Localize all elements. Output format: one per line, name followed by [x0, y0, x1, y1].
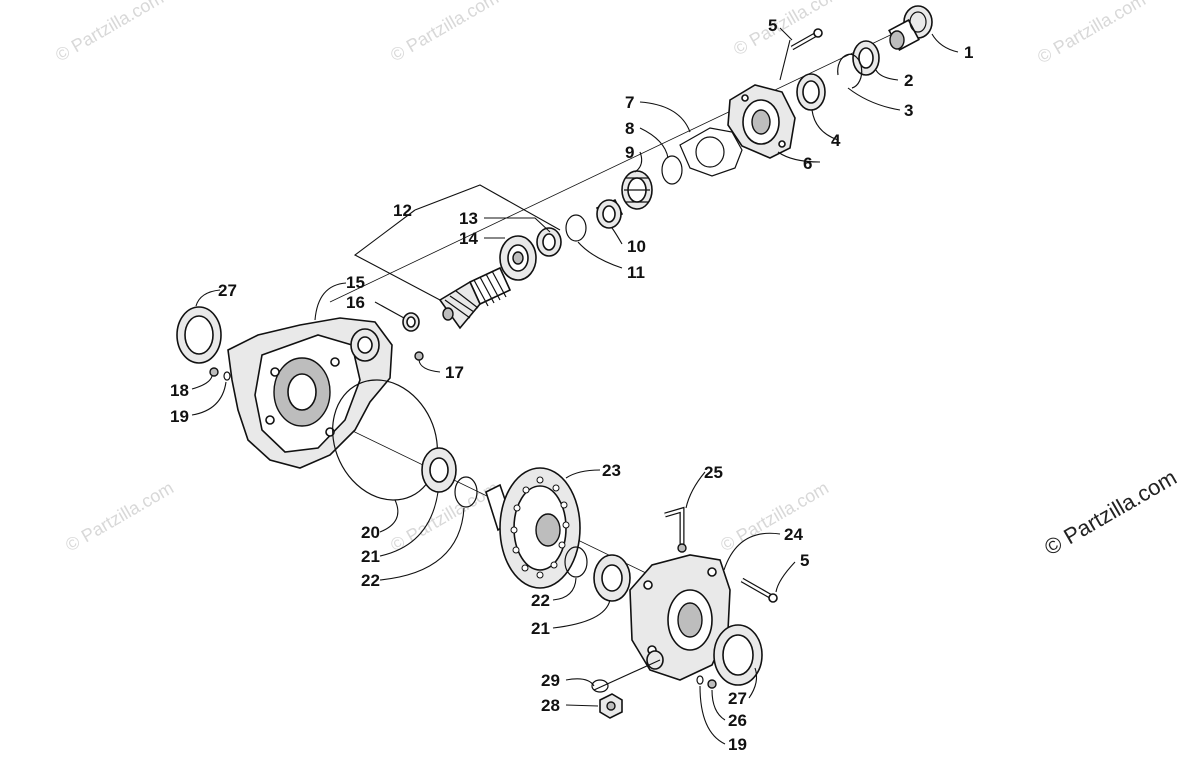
- callout-24: 24: [784, 525, 803, 544]
- part-8-ring: [661, 155, 683, 185]
- part-16-needle-bearing: [402, 312, 420, 332]
- callout-10: 10: [627, 237, 646, 256]
- callout-11: 11: [627, 263, 645, 282]
- part-5-bolt-upper: [790, 28, 823, 51]
- callout-28: 28: [541, 696, 560, 715]
- part-4-bearing: [796, 73, 826, 111]
- part-15-gear-housing: [227, 317, 393, 469]
- part-9-bearing-race: [621, 170, 653, 210]
- callout-23: 23: [602, 461, 621, 480]
- watermark-faint-2: © Partzilla.com: [387, 0, 502, 65]
- part-2-seal: [852, 40, 880, 76]
- part-12-pinion-shaft: [438, 266, 512, 330]
- watermark-faint-5: © Partzilla.com: [62, 477, 177, 555]
- callout-17: 17: [445, 363, 464, 382]
- part-29-seal-washer: [591, 679, 609, 693]
- part-24-cover: [629, 554, 731, 681]
- callout-14: 14: [459, 229, 478, 248]
- part-19-washer-right: [696, 675, 704, 685]
- part-22-shim-left: [454, 476, 478, 508]
- callout-5-lower: 5: [800, 551, 809, 570]
- part-26-washer: [707, 679, 717, 689]
- callout-1: 1: [964, 43, 973, 62]
- callout-3: 3: [904, 101, 913, 120]
- callout-26: 26: [728, 711, 747, 730]
- callout-18: 18: [170, 381, 189, 400]
- callout-8: 8: [625, 119, 634, 138]
- watermark-faint-4: © Partzilla.com: [1034, 0, 1149, 67]
- part-22-shim-right: [564, 546, 588, 578]
- callout-5-upper: 5: [768, 16, 777, 35]
- part-21-bearing-left: [421, 447, 457, 493]
- part-11-ring: [565, 214, 587, 242]
- callout-7: 7: [625, 93, 634, 112]
- part-7-gasket: [679, 127, 743, 177]
- callout-16: 16: [346, 293, 365, 312]
- callout-6: 6: [803, 154, 812, 173]
- callout-13: 13: [459, 209, 478, 228]
- faint-watermarks: © Partzilla.com © Partzilla.com © Partzi…: [52, 0, 1149, 555]
- part-23-ring-gear: [485, 467, 581, 589]
- part-13-race: [536, 227, 562, 257]
- callout-22-right: 22: [531, 591, 550, 610]
- part-27-seal-left: [176, 306, 222, 364]
- part-21-bearing-right: [593, 554, 631, 602]
- part-14-bearing: [499, 235, 537, 281]
- callout-22-left: 22: [361, 571, 380, 590]
- part-3-snap-ring: [837, 53, 863, 89]
- part-28-drain-plug: [599, 693, 623, 719]
- partzilla-watermark: © Partzilla.com: [1040, 465, 1181, 561]
- callout-2: 2: [904, 71, 913, 90]
- callout-15: 15: [346, 273, 365, 292]
- part-17-plug: [414, 351, 424, 361]
- callout-29: 29: [541, 671, 560, 690]
- callout-9: 9: [625, 143, 634, 162]
- part-18-fitting: [209, 367, 219, 377]
- callout-27-right: 27: [728, 689, 747, 708]
- callout-20: 20: [361, 523, 380, 542]
- part-6-bearing-housing: [727, 84, 796, 159]
- part-25-breather: [664, 506, 687, 553]
- callout-4: 4: [831, 131, 841, 150]
- part-5-bolt-lower: [740, 577, 778, 603]
- upper-assembly-axis: [329, 27, 906, 303]
- watermark-faint-1: © Partzilla.com: [52, 0, 167, 65]
- part-27-seal-right: [713, 624, 763, 686]
- callout-19-left: 19: [170, 407, 189, 426]
- part-20-o-ring: [332, 379, 438, 501]
- callout-25: 25: [704, 463, 723, 482]
- callout-27-left: 27: [218, 281, 237, 300]
- callout-21-left: 21: [361, 547, 380, 566]
- part-19-washer-left: [223, 371, 231, 381]
- callout-21-right: 21: [531, 619, 550, 638]
- callout-labels: 1 2 3 4 5 5 6 7 8 9 10 11 12 13 14 15 16…: [170, 16, 973, 754]
- part-10-bearing: [595, 198, 624, 229]
- watermark-faint-7: © Partzilla.com: [717, 477, 832, 555]
- callout-19-right: 19: [728, 735, 747, 754]
- callout-12: 12: [393, 201, 412, 220]
- part-1-output-flange: [888, 5, 933, 51]
- leader-lines: [191, 27, 959, 745]
